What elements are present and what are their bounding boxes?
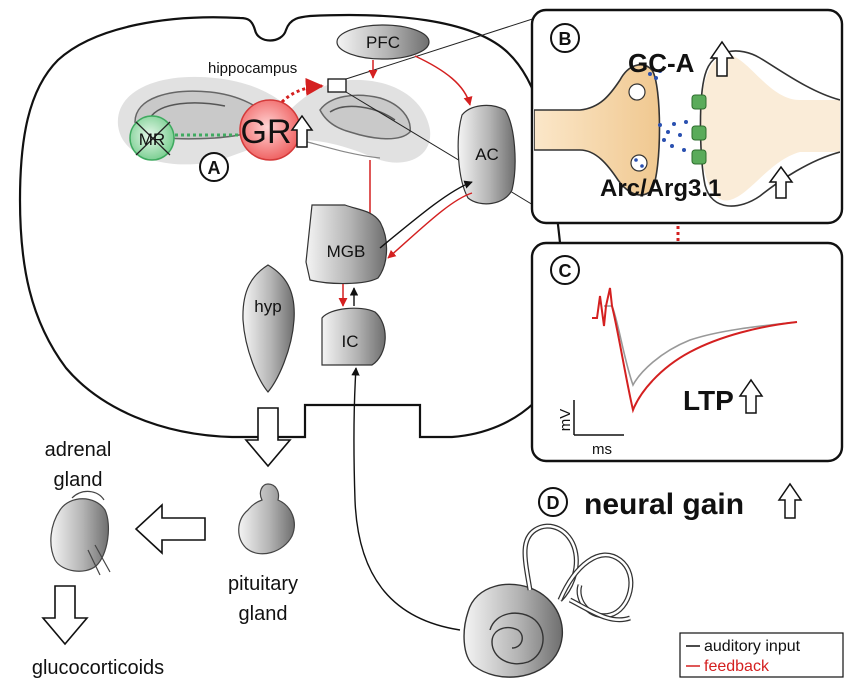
legend-auditory-label: auditory input [704, 638, 801, 655]
adrenal-label: adrenal [45, 439, 112, 461]
ltp-up-arrow-icon [738, 378, 764, 414]
mgb-to-ac-arrow [379, 180, 473, 249]
postsynaptic-spine [700, 54, 840, 201]
panel-a-badge: A [199, 152, 229, 182]
vesicle [630, 154, 648, 172]
gr-to-hippo-dotted [280, 77, 324, 104]
panel-c: C mV ms LTP [530, 241, 844, 463]
ic-node: IC [321, 307, 386, 366]
presynaptic-terminal [534, 64, 661, 196]
epsp-baseline-trace [604, 305, 798, 387]
gr-up-arrow-icon [290, 114, 314, 148]
hyp-label: hyp [254, 297, 281, 316]
ms-label: ms [592, 441, 612, 458]
ic-label: IC [342, 332, 359, 351]
epsp-ltp-trace [592, 287, 798, 414]
cochlea-to-ic-line [351, 367, 461, 631]
pituitary-label: pituitary [228, 573, 298, 595]
pfc-to-ac-arrow [414, 55, 473, 106]
panel-d: D neural gain [538, 482, 803, 521]
legend: auditory input feedback [679, 632, 844, 678]
mgb-label: MGB [327, 242, 366, 261]
pituitary-to-adrenal-arrow-icon [134, 503, 206, 555]
ac-to-mgb-arrow [387, 192, 473, 259]
panel-b-letter: B [559, 29, 572, 49]
mv-label: mV [557, 409, 574, 432]
zoom-line-top [345, 13, 549, 80]
gr-label: GR [241, 113, 292, 151]
zoom-line-bottom [345, 91, 549, 215]
gr-receptor: GR [239, 99, 314, 161]
pfc-node: PFC [336, 24, 430, 60]
hyp-to-pituitary-arrow-icon [244, 407, 292, 468]
hippocampus-label: hippocampus [208, 60, 297, 77]
vesicle [628, 83, 646, 101]
adrenal-to-glucocorticoids-arrow-icon [41, 585, 89, 646]
adrenal-gland-label: gland [54, 469, 103, 491]
ac-label: AC [475, 145, 499, 164]
hyp-node: hyp [242, 264, 295, 393]
receptor-icon [691, 94, 707, 165]
panel-b: B GC-A Arc/Arg3.1 [530, 8, 844, 225]
adrenal-shape [50, 490, 111, 576]
glucocorticoids-label: glucocorticoids [32, 657, 164, 679]
pituitary-gland-label: gland [239, 603, 288, 625]
mr-label: MR [139, 130, 165, 149]
roi-box [327, 78, 347, 93]
arc-up-arrow-icon [768, 165, 794, 199]
mr-receptor: MR [129, 115, 175, 161]
neural-gain-label: neural gain [584, 488, 744, 521]
panel-c-letter: C [559, 261, 572, 281]
gca-up-arrow-icon [709, 40, 735, 77]
pituitary-shape [238, 483, 295, 555]
ac-node: AC [457, 104, 516, 205]
ltp-label: LTP [683, 385, 734, 416]
gca-label: GC-A [628, 48, 695, 78]
brain-outline [18, 13, 567, 439]
neural-gain-up-arrow-icon [777, 482, 803, 519]
panel-d-letter: D [547, 493, 560, 513]
mgb-node: MGB [305, 204, 388, 285]
arc-label: Arc/Arg3.1 [600, 175, 721, 202]
pfc-label: PFC [366, 33, 400, 52]
legend-feedback-label: feedback [704, 658, 770, 675]
panel-a-letter: A [208, 158, 221, 178]
cochlea-shape [463, 523, 634, 678]
